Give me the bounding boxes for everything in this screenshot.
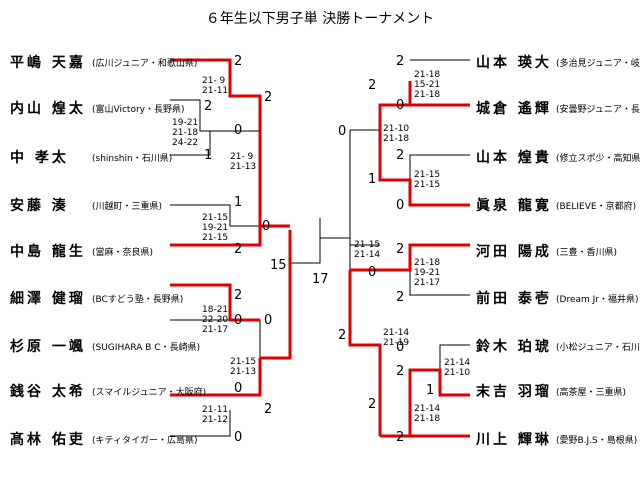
left-player-team: (BCすどう塾・長野県)	[92, 295, 184, 305]
match-score: 2	[396, 430, 405, 445]
match-score: 2	[234, 288, 243, 303]
match-score: 0	[396, 198, 405, 213]
right-player-name: 城倉 遙輝	[476, 101, 552, 117]
left-player-team: (當麻・奈良県)	[92, 248, 154, 258]
match-score: 2	[204, 99, 213, 114]
right-player-team: (BELIEVE・京都府)	[556, 202, 637, 212]
match-score: 2	[264, 90, 273, 105]
left-player-team: (SUGIHARA B C・長崎県)	[92, 343, 201, 353]
right-player-team: (三豊・香川県)	[556, 248, 618, 258]
match-score: 0	[368, 265, 377, 280]
game-scores: 21-14 21-18	[414, 404, 441, 424]
left-player-name: 杉原 一颯	[10, 339, 86, 355]
match-score: 1	[234, 195, 243, 210]
right-player-name: 前田 泰壱	[476, 291, 552, 307]
match-score: 17	[312, 272, 329, 287]
game-scores: 19-21 21-18 24-22	[172, 118, 199, 148]
right-player-team: (多治見ジュニア・岐阜県)	[556, 59, 640, 69]
left-player-name: 髙林 佑吏	[10, 432, 86, 448]
match-score: 2	[396, 54, 405, 69]
match-score: 0	[234, 313, 243, 328]
match-score: 15	[270, 258, 287, 273]
right-player-team: (修立スポ少・高知県)	[556, 154, 640, 164]
game-scores: 21-14 21-10	[444, 358, 471, 378]
game-scores: 18-21 22-20 21-17	[202, 305, 229, 335]
left-player-name: 中島 龍生	[10, 244, 86, 260]
right-player-name: 末吉 羽瑠	[476, 384, 552, 400]
match-score: 1	[204, 148, 213, 163]
match-score: 1	[426, 383, 435, 398]
match-score: 2	[396, 242, 405, 257]
game-scores: 21-15 21-13	[230, 357, 257, 377]
left-player-name: 安藤 湊	[10, 198, 69, 214]
match-score: 2	[368, 397, 377, 412]
match-score: 0	[234, 123, 243, 138]
match-score: 0	[234, 430, 243, 445]
left-player-team: (広川ジュニア・和歌山県)	[92, 59, 198, 69]
match-score: 2	[396, 364, 405, 379]
game-scores: 21-15 19-21 21-15	[202, 213, 229, 243]
match-score: 0	[262, 219, 271, 234]
left-player-name: 中 孝太	[10, 150, 69, 166]
right-player-team: (小松ジュニア・石川県)	[556, 343, 640, 353]
game-scores: 21-14 21-19	[383, 328, 410, 348]
match-score: 0	[264, 313, 273, 328]
match-score: 2	[234, 54, 243, 69]
match-score: 2	[234, 242, 243, 257]
right-player-name: 山本 瑛大	[476, 55, 552, 71]
right-player-name: 河田 陽成	[476, 244, 552, 260]
match-score: 0	[396, 98, 405, 113]
right-player-name: 川上 輝琳	[476, 432, 552, 448]
left-player-name: 銭谷 太希	[10, 384, 86, 400]
match-score: 2	[396, 290, 405, 305]
right-player-team: (Dream Jr・福井県)	[556, 295, 639, 305]
game-scores: 21-15 21-15	[414, 170, 441, 190]
left-player-team: (キティタイガー・広島県)	[92, 436, 198, 446]
match-score: 0	[396, 340, 405, 355]
left-player-name: 内山 煌太	[10, 101, 86, 117]
match-score: 2	[368, 78, 377, 93]
game-scores: 21-11 21-12	[202, 405, 229, 425]
right-player-team: (安曇野ジュニア・長野県)	[556, 105, 640, 115]
right-player-name: 眞泉 龍寛	[476, 198, 552, 214]
game-scores: 21- 9 21-13	[230, 152, 257, 172]
right-player-name: 鈴木 珀琥	[476, 339, 552, 355]
left-player-team: (富山Victory・長野県)	[92, 105, 185, 115]
game-scores: 21-18 15-21 21-18	[414, 70, 441, 100]
game-scores: 21- 9 21-11	[202, 76, 229, 96]
match-score: 0	[338, 124, 347, 139]
left-player-team: (川越町・三重県)	[92, 202, 163, 212]
game-scores: 21-15 21-14	[354, 240, 381, 260]
page-title: ６年生以下男子単 決勝トーナメント	[205, 11, 435, 27]
match-score: 2	[396, 148, 405, 163]
match-score: 2	[338, 328, 347, 343]
match-score: 2	[264, 402, 273, 417]
game-scores: 21-18 19-21 21-17	[414, 258, 441, 288]
right-player-name: 山本 煌貴	[476, 150, 552, 166]
right-player-team: (高茶屋・三重県)	[556, 388, 627, 398]
left-player-team: (スマイルジュニア・大阪府)	[92, 388, 207, 398]
match-score: 1	[368, 172, 377, 187]
left-player-name: 平嶋 天嘉	[10, 55, 86, 71]
left-player-team: (shinshin・石川県)	[92, 154, 173, 164]
left-player-name: 細澤 健瑠	[10, 291, 86, 307]
game-scores: 21-10 21-18	[383, 124, 410, 144]
match-score: 0	[234, 381, 243, 396]
right-player-team: (愛野B.J.S・島根県)	[556, 436, 638, 446]
